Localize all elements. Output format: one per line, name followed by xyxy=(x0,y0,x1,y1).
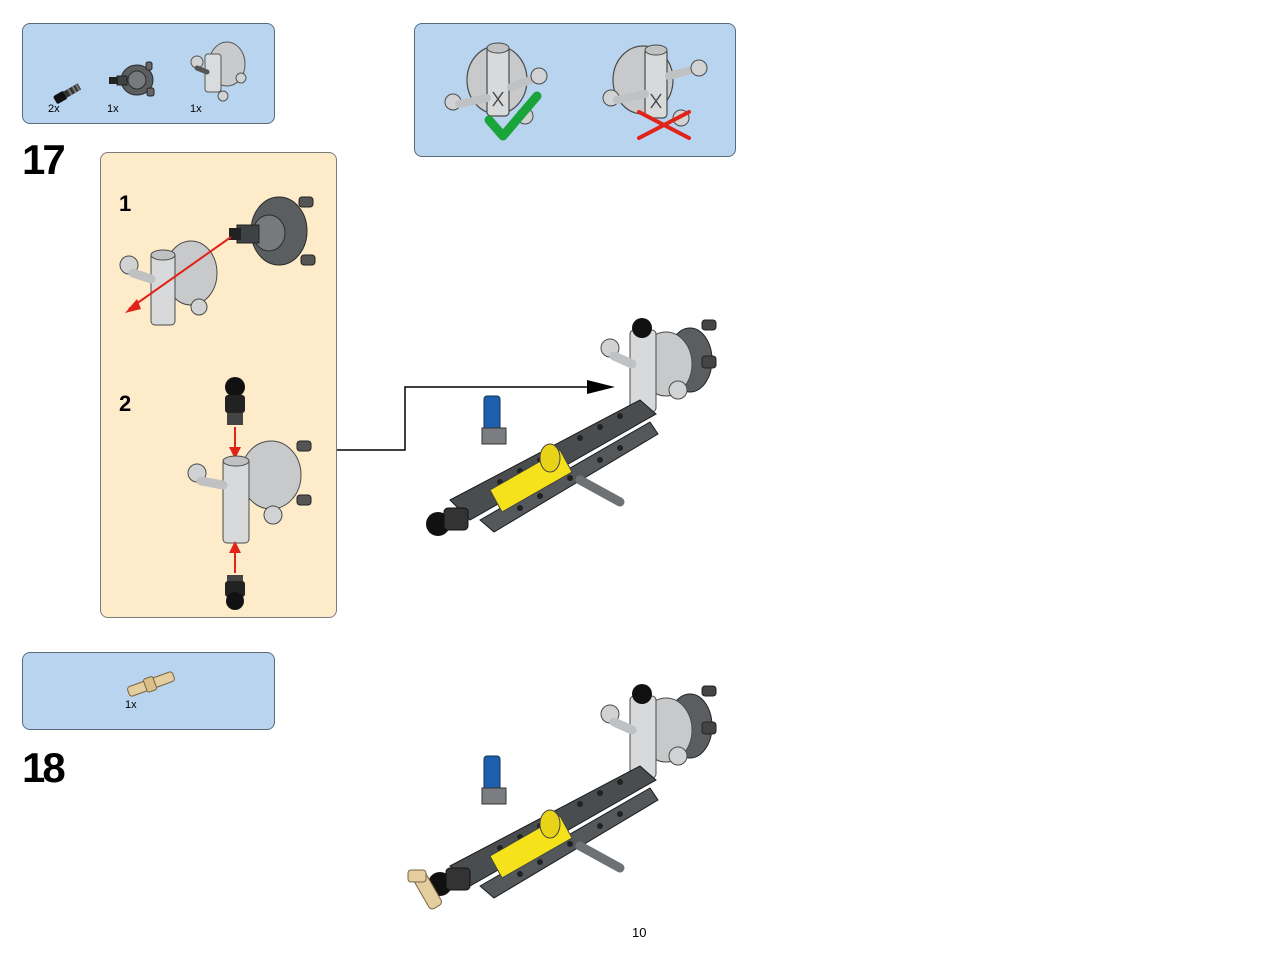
check-icon xyxy=(484,91,542,141)
callout-connector-arrow xyxy=(337,380,615,451)
step18-parts-list: 1x xyxy=(22,652,275,730)
substep-panel: 1 2 xyxy=(100,152,337,618)
part-qty: 2x xyxy=(48,103,60,115)
page-number: 10 xyxy=(632,925,647,940)
steering-hub-part-image xyxy=(109,61,155,97)
part-qty: 1x xyxy=(190,103,202,115)
orientation-callout xyxy=(414,23,736,157)
steering-arm-part-image xyxy=(190,41,247,102)
step-17-number: 17 xyxy=(22,136,66,183)
wrong-orientation-image xyxy=(602,44,708,127)
step-18-number: 18 xyxy=(22,744,66,791)
substep-1-number: 1 xyxy=(119,191,132,216)
cross-icon xyxy=(637,110,691,140)
insertion-arrow xyxy=(128,236,232,310)
part-qty: 1x xyxy=(125,699,137,711)
axle-pin-part-image xyxy=(53,83,82,104)
part-qty: 1x xyxy=(107,103,119,115)
step18-model-illustration xyxy=(407,684,717,910)
substep-2-illustration xyxy=(187,377,312,610)
axle-connector-part-image xyxy=(127,671,175,697)
substep-2-number: 2 xyxy=(119,391,132,416)
step17-model-illustration xyxy=(426,318,717,536)
substep-1-illustration xyxy=(119,196,316,326)
step17-parts-list: 2x 1x 1x xyxy=(22,23,275,124)
